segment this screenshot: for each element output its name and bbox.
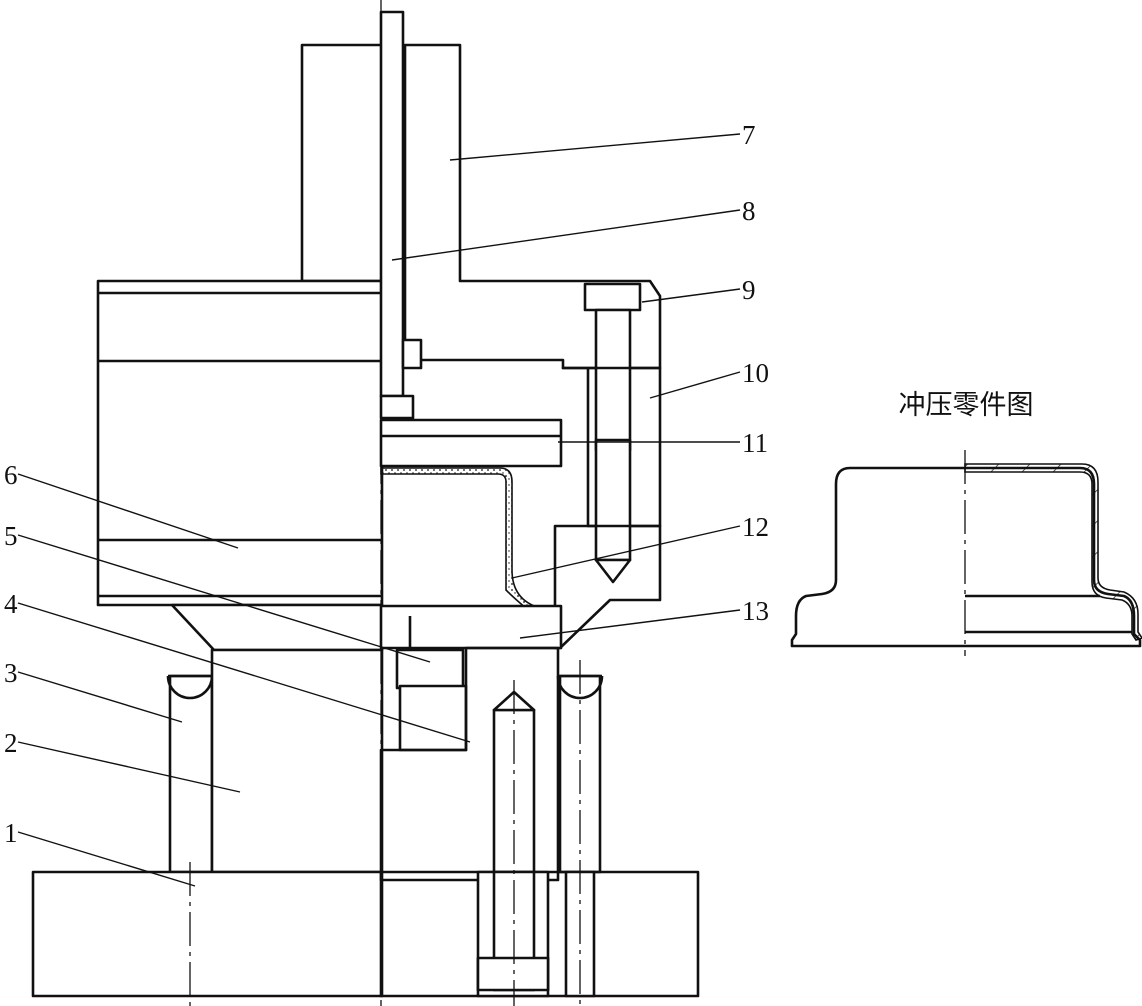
label-6: 6 (4, 460, 18, 490)
label-7: 7 (742, 120, 756, 150)
callout-labels: 1 2 3 4 5 6 7 8 9 10 11 12 13 (4, 120, 769, 848)
guide-pin-left (168, 674, 214, 874)
base-plate-outline (31, 870, 384, 998)
part-drawing-title: 冲压零件图 (899, 390, 1034, 421)
section-view (379, 0, 700, 1006)
label-12: 12 (742, 512, 769, 542)
punch-holder-section (403, 43, 662, 370)
label-11: 11 (742, 428, 768, 458)
label-2: 2 (4, 728, 18, 758)
label-1: 1 (4, 818, 18, 848)
ejector-plate (379, 418, 563, 468)
upper-holder-outline (96, 279, 384, 607)
label-13: 13 (742, 596, 769, 626)
leader-lines (17, 133, 741, 887)
part-drawing: 冲压零件图 (790, 390, 1142, 656)
label-8: 8 (742, 196, 756, 226)
outside-view (31, 43, 384, 1006)
label-5: 5 (4, 521, 18, 551)
lower-column-outline (210, 648, 384, 874)
label-10: 10 (742, 358, 769, 388)
shank-outline (300, 43, 384, 283)
label-3: 3 (4, 658, 18, 688)
label-4: 4 (4, 589, 18, 619)
label-9: 9 (742, 275, 756, 305)
